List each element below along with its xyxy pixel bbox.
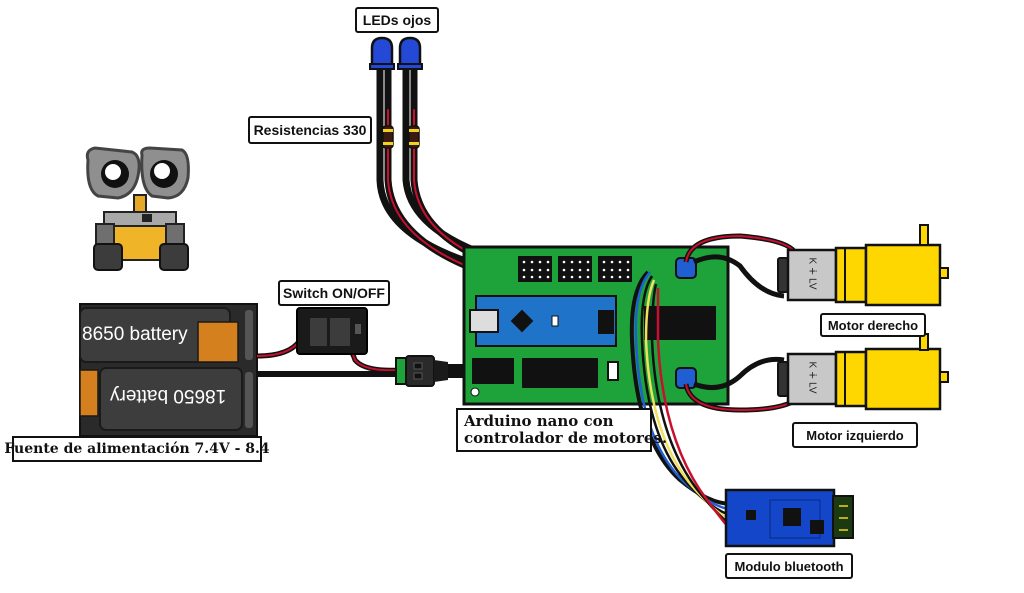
motor-wires: [683, 233, 799, 413]
dc-jack-connector: [395, 355, 470, 387]
battery-pack: [79, 303, 258, 437]
led-right: [397, 36, 423, 70]
battery-top-text: 8650 battery: [82, 324, 188, 345]
motor-left: [777, 333, 949, 411]
resistor-2: [408, 125, 420, 149]
header-pins: [522, 260, 630, 279]
wall-e-illustration: [85, 146, 190, 271]
label-resistencias: Resistencias 330: [248, 116, 372, 144]
led-left: [369, 36, 395, 70]
motor-right-text: K ∔ LV: [806, 257, 818, 290]
label-leds-ojos: LEDs ojos: [355, 7, 439, 33]
label-arduino-line2: controlador de motores.: [464, 429, 668, 447]
resistor-1: [382, 125, 394, 149]
bluetooth-module: [724, 488, 854, 548]
label-arduino-line1: Arduino nano con: [464, 412, 614, 430]
label-motor-izquierdo: Motor izquierdo: [792, 422, 918, 448]
switch-component: [296, 307, 368, 355]
label-switch: Switch ON/OFF: [278, 280, 390, 306]
motor-left-text: K ∔ LV: [806, 361, 818, 394]
label-fuente-alimentacion: Fuente de alimentación 7.4V - 8.4: [4, 436, 270, 462]
label-modulo-bluetooth: Modulo bluetooth: [725, 553, 853, 579]
label-arduino: Arduino nano con controlador de motores.: [456, 408, 667, 452]
motor-right: [777, 224, 949, 307]
battery-bottom-text: 18650 battery: [110, 385, 227, 406]
label-motor-derecho: Motor derecho: [820, 313, 926, 337]
arduino-motor-shield: [462, 245, 730, 406]
